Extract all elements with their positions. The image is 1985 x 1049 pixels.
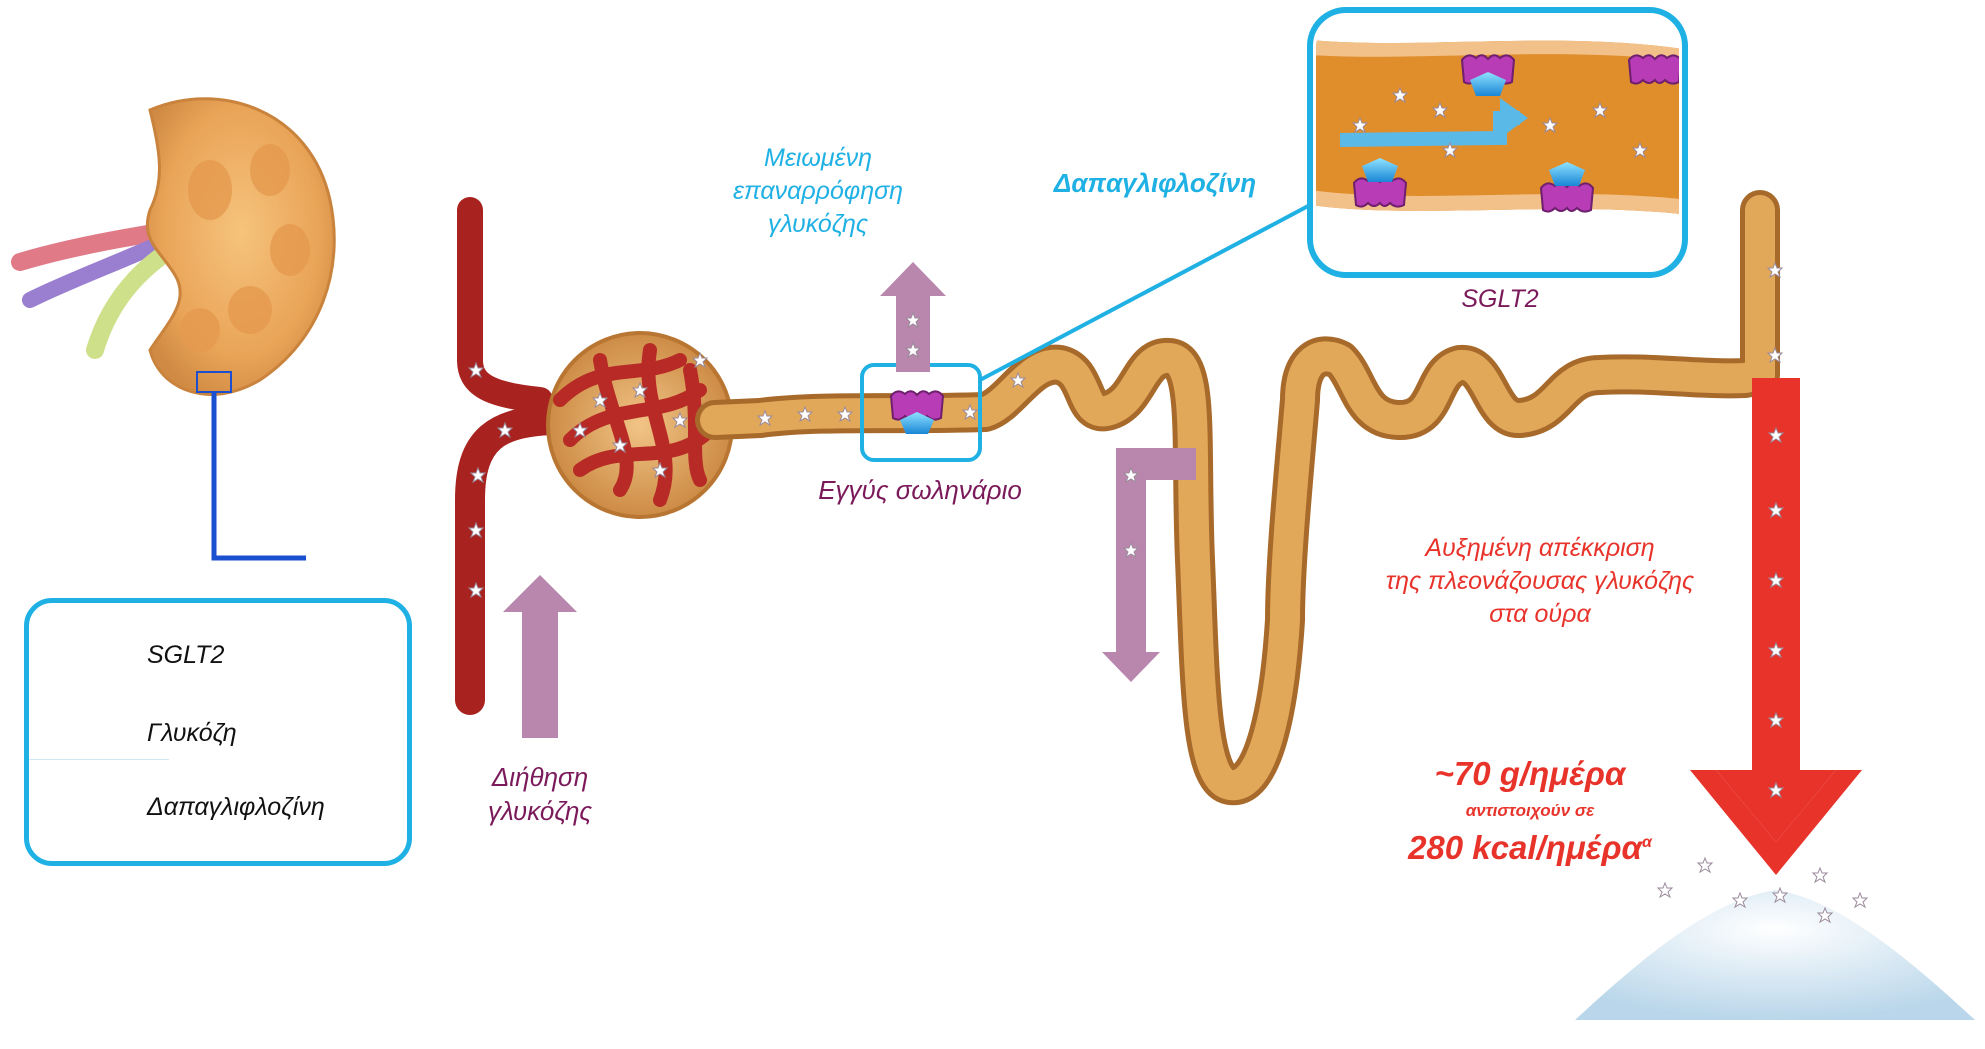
- legend-label-sglt2: SGLT2: [147, 641, 224, 670]
- equivalent-label: αντιστοιχούν σε: [1400, 800, 1660, 822]
- dapagliflozin-title: Δαπαγλιφλοζίνη: [1020, 166, 1290, 200]
- increased-excretion-label: Αυξημένη απέκκριση της πλεονάζουσας γλυκ…: [1370, 532, 1710, 631]
- grams-per-day: ~70 g/ημέρα: [1400, 752, 1660, 796]
- legend-box: SGLT2 Γλυκόζη Δαπαγλιφλοζίνη: [24, 598, 412, 866]
- kcal-per-day: 280 kcal/ημέραα: [1370, 826, 1690, 870]
- glucose-filtration-label: Διήθηση γλυκόζης: [450, 760, 630, 829]
- legend-divider: [29, 759, 169, 760]
- excretion-arrow: [1690, 378, 1862, 875]
- sglt2-inset-caption: SGLT2: [1440, 283, 1560, 316]
- legend-label-dapagliflozin: Δαπαγλιφλοζίνη: [147, 793, 325, 822]
- proximal-tubule-label: Εγγύς σωληνάριο: [780, 473, 1060, 507]
- kidney-callout-line: [214, 392, 306, 558]
- legend-label-glucose: Γλυκόζη: [147, 719, 237, 748]
- sugar-pile-illustration: [1575, 858, 1975, 1020]
- footnote-mark: α: [1642, 834, 1652, 851]
- filtration-arrow: [503, 575, 577, 738]
- reabsorption-arrow: [880, 262, 946, 372]
- reduced-reabsorption-label: Μειωμένη επαναρρόφηση γλυκόζης: [708, 142, 928, 241]
- sglt2-inset: [1310, 10, 1690, 275]
- kidney-illustration: [20, 99, 334, 395]
